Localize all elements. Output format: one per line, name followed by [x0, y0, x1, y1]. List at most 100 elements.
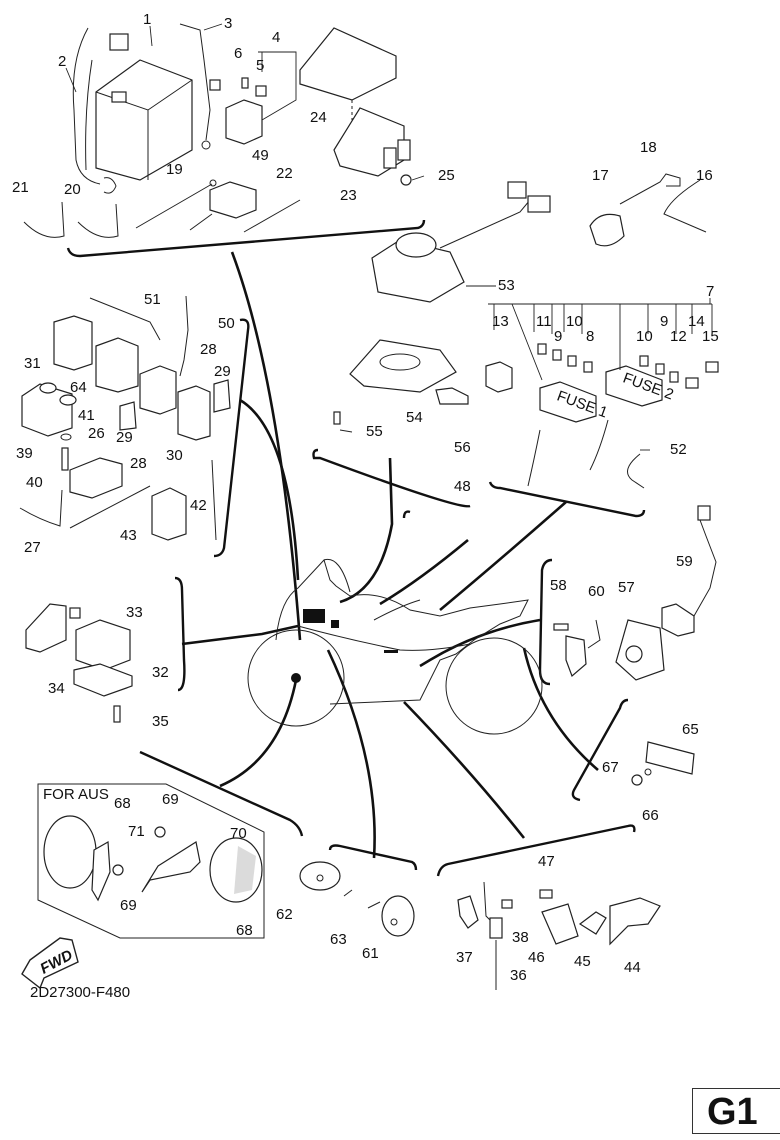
part-brake-switch	[457, 881, 661, 990]
callout-65: 65	[682, 721, 699, 738]
callout-45: 45	[574, 953, 591, 970]
relay-29a	[119, 401, 137, 431]
callout-57: 57	[618, 579, 635, 596]
callout-38: 38	[512, 929, 529, 946]
fuse-box-1	[539, 381, 597, 423]
callout-70: 70	[230, 825, 247, 842]
callout-66: 66	[642, 807, 659, 824]
part-cable-ties	[23, 179, 301, 238]
callout-41: 41	[78, 407, 95, 424]
callout-31: 31	[24, 355, 41, 372]
part-ignition-switch	[371, 181, 551, 303]
callout-53: 53	[498, 277, 515, 294]
callout-69b: 69	[120, 897, 137, 914]
callout-29b: 29	[214, 363, 231, 380]
part-fuse-bracket	[333, 339, 469, 425]
callout-68a: 68	[114, 795, 131, 812]
for-aus-box: FOR AUS	[37, 783, 265, 939]
callout-37: 37	[456, 949, 473, 966]
callout-4: 4	[272, 29, 280, 46]
part-33	[75, 619, 131, 671]
part-throttle-sensor	[553, 505, 717, 681]
callout-63: 63	[330, 931, 347, 948]
callout-15: 15	[702, 328, 719, 345]
callout-35: 35	[152, 713, 169, 730]
part-starter-relay	[225, 77, 267, 145]
part-relays-group	[19, 295, 231, 541]
part-61	[381, 895, 415, 937]
fwd-arrow-icon: FWD	[21, 937, 79, 990]
callout-16: 16	[696, 167, 713, 184]
part-55	[333, 411, 341, 425]
part-44	[609, 897, 661, 946]
part-58	[553, 623, 569, 631]
battery-marker	[303, 609, 325, 623]
callout-62: 62	[276, 906, 293, 923]
callout-9b: 9	[660, 313, 668, 330]
part-socket-49	[209, 181, 257, 219]
callout-34: 34	[48, 680, 65, 697]
relay-64	[95, 337, 139, 393]
callout-60: 60	[588, 583, 605, 600]
part-36	[489, 917, 503, 939]
front-wheel	[247, 629, 345, 727]
part-battery-cables	[72, 23, 221, 194]
part-32	[73, 663, 133, 697]
part-reflector-65	[631, 741, 695, 786]
part-66	[631, 774, 643, 786]
part-37	[457, 895, 479, 929]
callout-27: 27	[24, 539, 41, 556]
callout-22: 22	[276, 165, 293, 182]
part-59	[661, 603, 695, 637]
part-connector-covers	[25, 603, 133, 723]
callout-10b: 10	[636, 328, 653, 345]
diagram-code: 2D27300-F480	[30, 984, 131, 1001]
callout-61: 61	[362, 945, 379, 962]
callout-18: 18	[640, 139, 657, 156]
callout-71: 71	[128, 823, 145, 840]
callout-43: 43	[120, 527, 137, 544]
part-46	[541, 903, 579, 945]
callout-labels: 1 2 3 4 5 6 7 8 9 9 10 10 11 12 13 14 15…	[12, 11, 719, 984]
motorcycle-outline	[247, 558, 543, 735]
callout-67: 67	[602, 759, 619, 776]
callout-44: 44	[624, 959, 641, 976]
callout-46: 46	[528, 949, 545, 966]
callout-28b: 28	[130, 455, 147, 472]
part-56	[435, 387, 469, 405]
part-62	[299, 861, 341, 891]
callout-47: 47	[538, 853, 555, 870]
callout-40: 40	[26, 474, 43, 491]
callout-3: 3	[224, 15, 232, 32]
callout-68b: 68	[236, 922, 253, 939]
part-cdi-unit-23	[333, 107, 412, 186]
callout-2: 2	[58, 53, 66, 70]
part-cover-24	[299, 27, 397, 120]
part-38	[501, 899, 513, 909]
callout-32: 32	[152, 664, 169, 681]
relay-39	[21, 383, 73, 437]
part-fuses	[485, 343, 719, 489]
callout-8: 8	[586, 328, 594, 345]
relay-28a	[139, 365, 177, 415]
callout-64: 64	[70, 379, 87, 396]
part-battery	[95, 33, 193, 181]
callout-39: 39	[16, 445, 33, 462]
callout-51: 51	[144, 291, 161, 308]
relay-28b	[177, 385, 211, 441]
callout-59: 59	[676, 553, 693, 570]
callout-10a: 10	[566, 313, 583, 330]
callout-56: 56	[454, 439, 471, 456]
callout-50: 50	[218, 315, 235, 332]
callout-23: 23	[340, 187, 357, 204]
callout-12: 12	[670, 328, 687, 345]
group-brackets	[66, 219, 646, 877]
callout-6: 6	[234, 45, 242, 62]
callout-69a: 69	[162, 791, 179, 808]
callout-13: 13	[492, 313, 509, 330]
callout-25: 25	[438, 167, 455, 184]
fuse-box-2	[605, 365, 663, 407]
rear-wheel	[445, 637, 543, 735]
callout-30: 30	[166, 447, 183, 464]
relay-29b	[213, 379, 231, 413]
